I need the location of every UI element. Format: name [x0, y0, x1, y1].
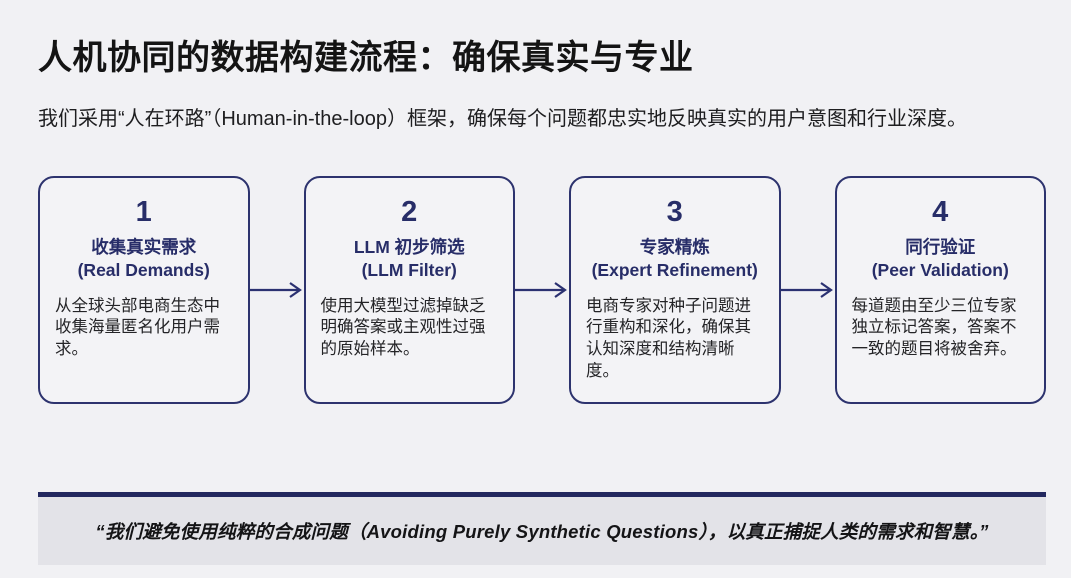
- step-title: 同行验证 (Peer Validation): [852, 236, 1030, 282]
- step-description: 使用大模型过滤掉缺乏明确答案或主观性过强的原始样本。: [320, 296, 486, 359]
- step-title-zh: LLM 初步筛选: [353, 237, 465, 257]
- flow-arrow-icon: [249, 280, 304, 300]
- step-title: 收集真实需求 (Real Demands): [55, 236, 233, 282]
- quote-bar: “我们避免使用纯粹的合成问题（Avoiding Purely Synthetic…: [38, 492, 1046, 565]
- step-number: 4: [932, 196, 949, 228]
- step-title-en: (Real Demands): [77, 259, 210, 280]
- step-card-4: 4 同行验证 (Peer Validation) 每道题由至少三位专家独立标记答…: [834, 176, 1046, 404]
- step-number: 1: [135, 196, 152, 228]
- process-flow: 1 收集真实需求 (Real Demands) 从全球头部电商生态中收集海量匿名…: [38, 176, 1046, 404]
- step-title-zh: 收集真实需求: [91, 237, 197, 257]
- page-title: 人机协同的数据构建流程：确保真实与专业: [38, 39, 694, 77]
- step-card-2: 2 LLM 初步筛选 (LLM Filter) 使用大模型过滤掉缺乏明确答案或主…: [303, 176, 515, 404]
- page-subtitle: 我们采用“人在环路”（Human-in-the-loop）框架，确保每个问题都忠…: [38, 108, 967, 130]
- step-title-en: (Peer Validation): [871, 259, 1009, 280]
- step-card-1: 1 收集真实需求 (Real Demands) 从全球头部电商生态中收集海量匿名…: [38, 176, 250, 404]
- flow-arrow-icon: [780, 280, 835, 300]
- step-description: 每道题由至少三位专家独立标记答案，答案不一致的题目将被舍弃。: [851, 296, 1017, 359]
- step-description: 电商专家对种子问题进行重构和深化，确保其认知深度和结构清晰度。: [586, 296, 751, 381]
- step-title-zh: 专家精炼: [639, 237, 710, 257]
- step-title: LLM 初步筛选 (LLM Filter): [321, 236, 499, 282]
- step-card-3: 3 专家精炼 (Expert Refinement) 电商专家对种子问题进行重构…: [569, 176, 781, 404]
- step-description: 从全球头部电商生态中收集海量匿名化用户需求。: [55, 296, 220, 359]
- step-title: 专家精炼 (Expert Refinement): [586, 236, 764, 282]
- step-title-en: (LLM Filter): [361, 259, 457, 280]
- step-title-zh: 同行验证: [905, 237, 976, 257]
- step-number: 2: [401, 196, 418, 228]
- quote-text: “我们避免使用纯粹的合成问题（Avoiding Purely Synthetic…: [95, 521, 989, 542]
- step-title-en: (Expert Refinement): [591, 259, 758, 280]
- step-number: 3: [666, 196, 683, 228]
- flow-arrow-icon: [515, 280, 569, 300]
